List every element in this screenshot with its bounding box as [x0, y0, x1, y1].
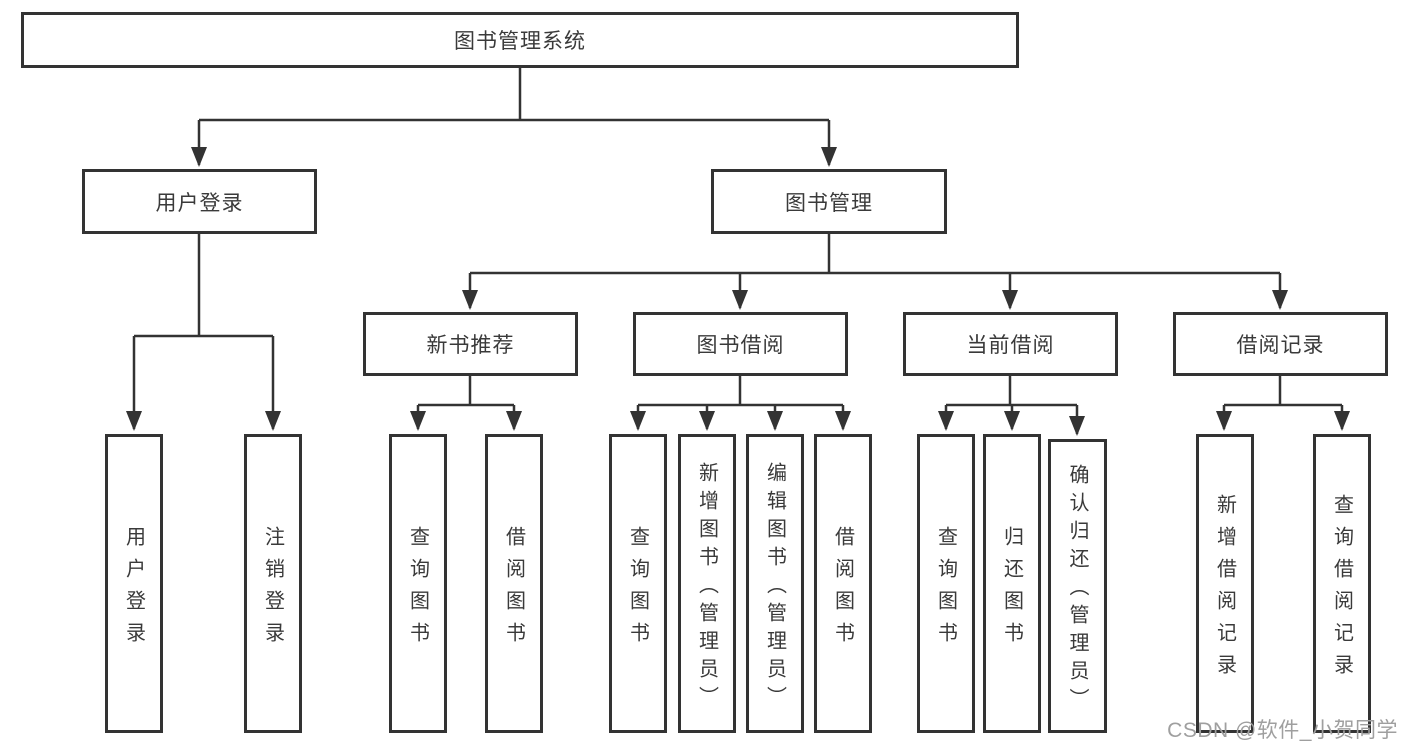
node-logout: 注销登录: [244, 434, 302, 733]
node-label: 注销登录: [261, 525, 284, 654]
node-book-management: 图书管理: [711, 169, 947, 234]
node-label: 借阅图书: [831, 525, 854, 654]
node-label: 借阅图书: [502, 525, 525, 654]
node-book-borrowing: 图书借阅: [633, 312, 848, 376]
node-label: 查询图书: [626, 525, 649, 654]
node-user-login-leaf: 用户登录: [105, 434, 163, 733]
node-query-borrow-record: 查询借阅记录: [1313, 434, 1371, 733]
node-current-borrowing: 当前借阅: [903, 312, 1118, 376]
node-label: 编辑图书（管理员）: [763, 461, 786, 714]
node-edit-books-admin: 编辑图书（管理员）: [746, 434, 804, 733]
node-add-borrow-record: 新增借阅记录: [1196, 434, 1254, 733]
node-query-books-current: 查询图书: [917, 434, 975, 733]
watermark: CSDN @软件_小贺同学: [1167, 719, 1398, 742]
node-confirm-return-admin: 确认归还（管理员）: [1048, 439, 1107, 733]
node-borrow-books-recommend: 借阅图书: [485, 434, 543, 733]
node-label: 确认归还（管理员）: [1066, 464, 1088, 716]
node-query-books-recommend: 查询图书: [389, 434, 447, 733]
node-borrow-books-borrowing: 借阅图书: [814, 434, 872, 733]
node-label: 查询图书: [406, 525, 429, 654]
node-label: 查询借阅记录: [1330, 493, 1353, 686]
node-add-books-admin: 新增图书（管理员）: [678, 434, 736, 733]
node-label: 查询图书: [934, 525, 957, 654]
node-label: 新增图书（管理员）: [695, 461, 718, 714]
node-borrowing-records: 借阅记录: [1173, 312, 1388, 376]
node-label: 新增借阅记录: [1213, 493, 1236, 686]
node-library-management-system: 图书管理系统: [21, 12, 1019, 68]
node-return-books: 归还图书: [983, 434, 1041, 733]
node-query-books-borrowing: 查询图书: [609, 434, 667, 733]
node-label: 用户登录: [122, 525, 145, 654]
node-label: 归还图书: [1000, 525, 1023, 654]
node-user-login: 用户登录: [82, 169, 317, 234]
node-new-book-recommendation: 新书推荐: [363, 312, 578, 376]
